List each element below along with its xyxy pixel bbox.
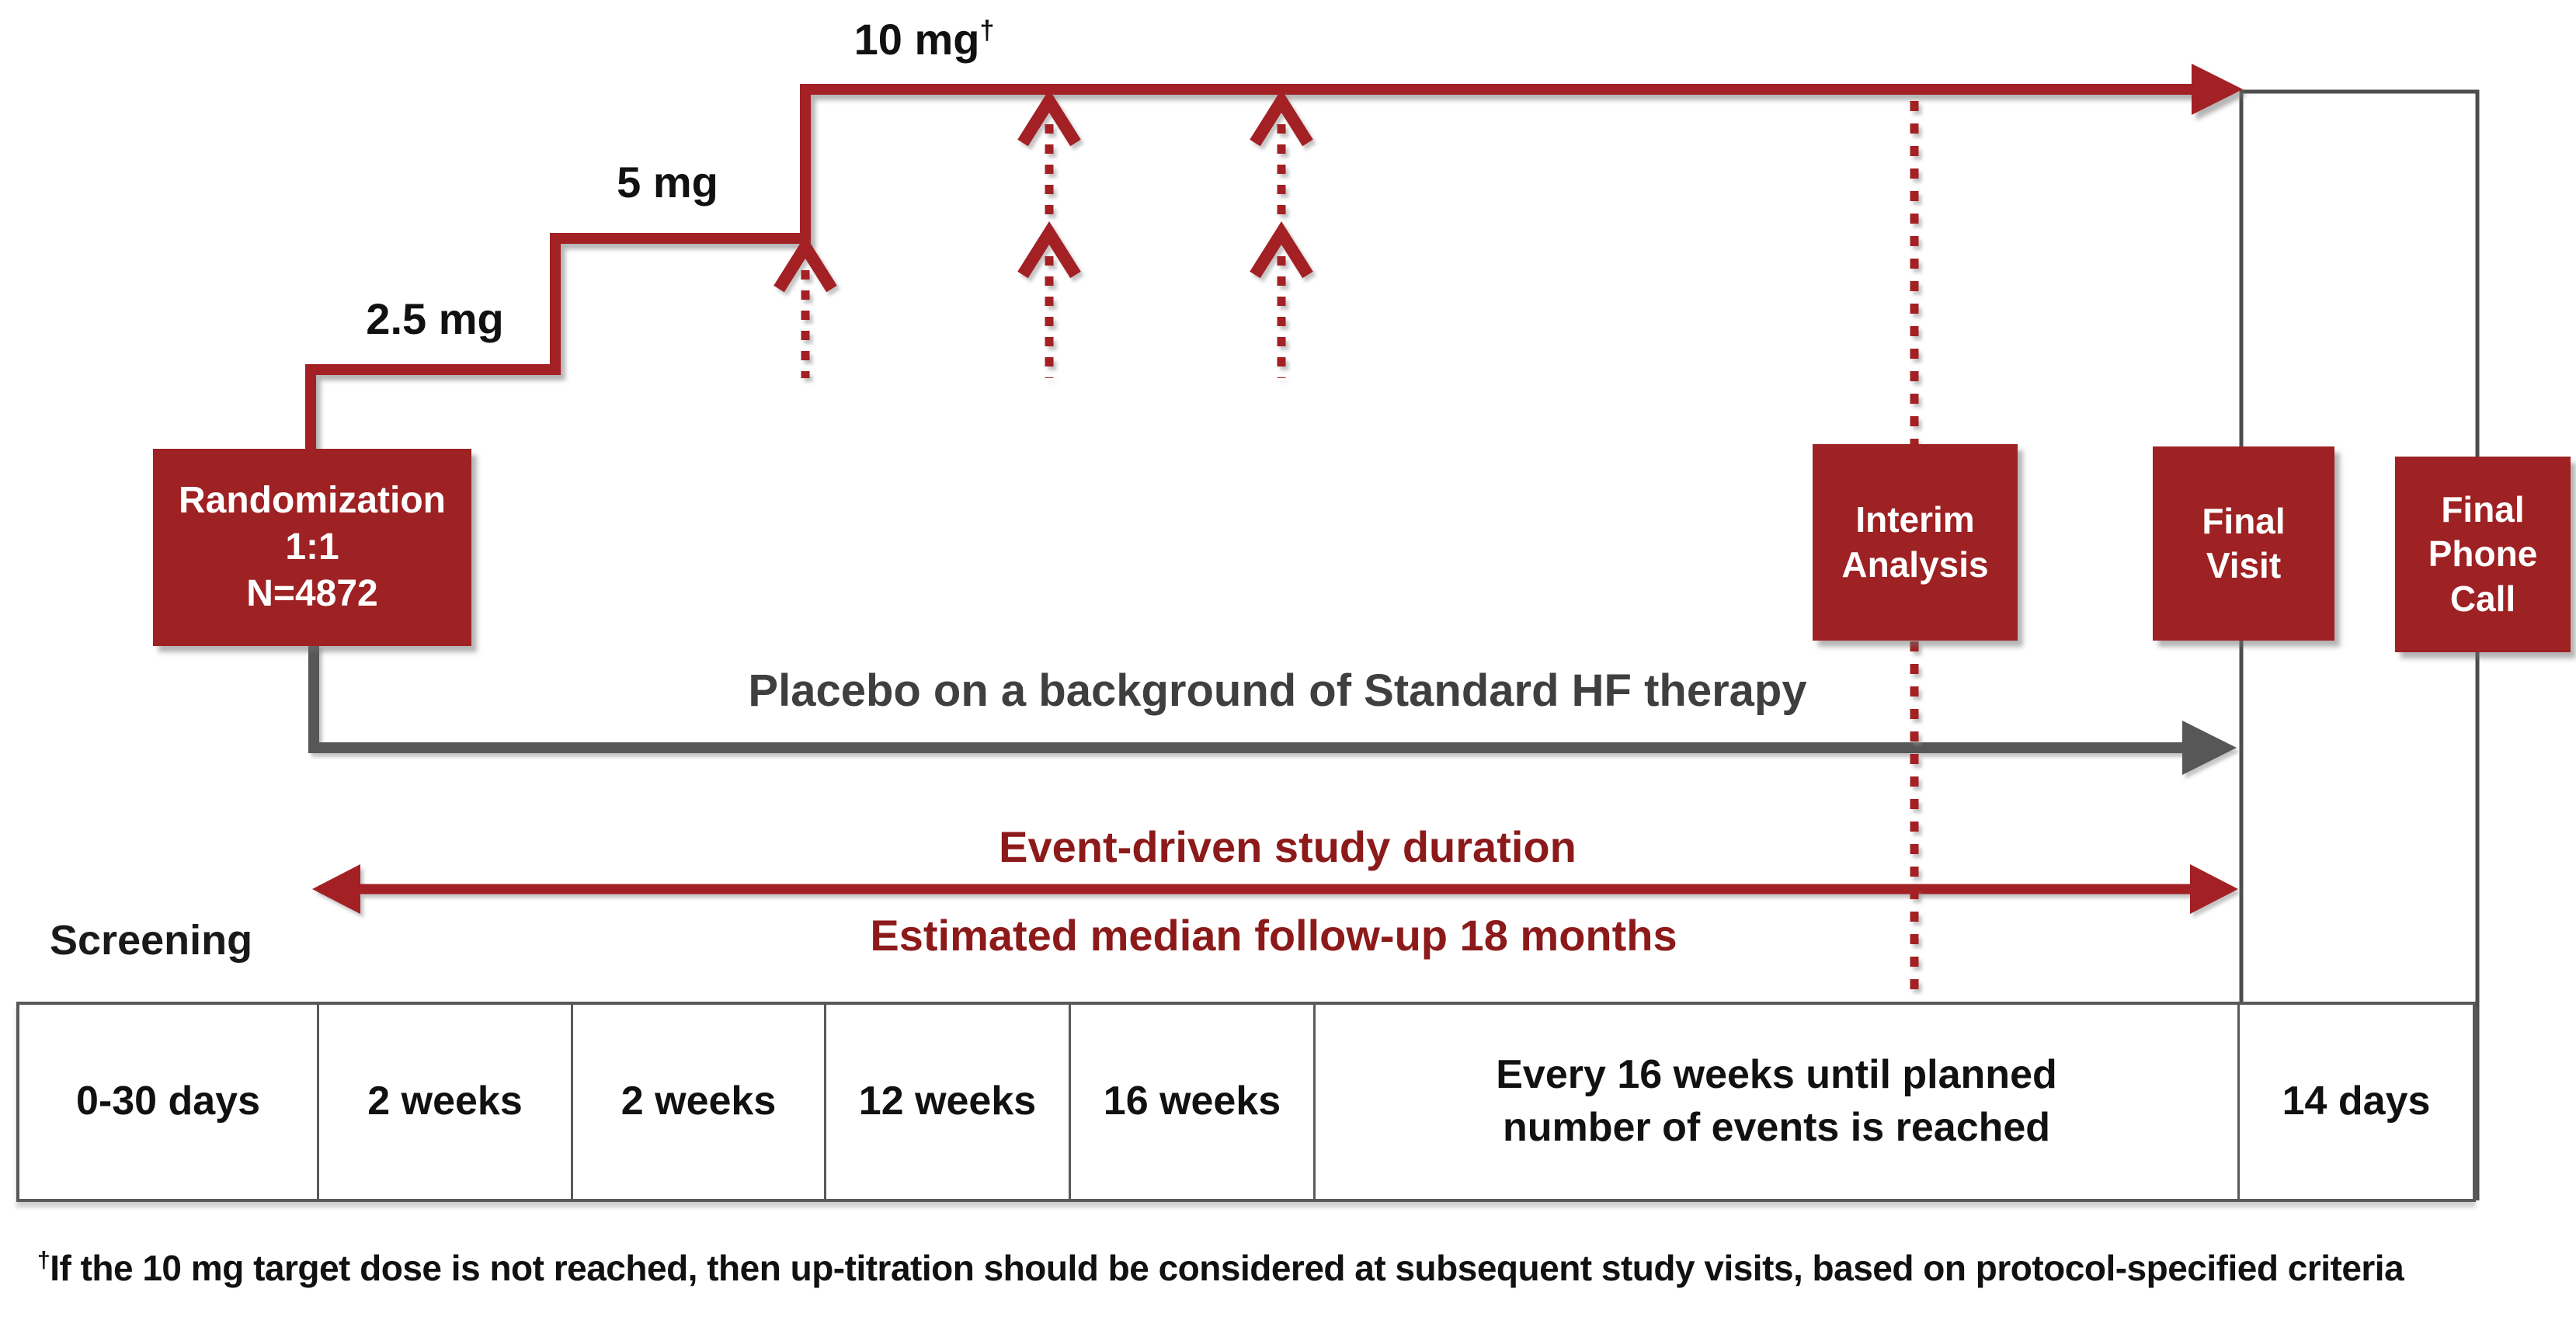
cell-text: 2 weeks: [621, 1079, 777, 1124]
uptitration-arrow-2: [1017, 89, 1081, 378]
timeline-cell-2weeks-a: 2 weeks: [319, 1005, 573, 1199]
chevron-up-icon: [1250, 89, 1313, 147]
final-phone-line2: Phone: [2428, 533, 2538, 575]
final-phone-line3: Call: [2449, 578, 2516, 619]
left-arrowhead-icon: [312, 864, 360, 914]
dose-2-5mg-text: 2.5 mg: [366, 294, 504, 343]
uptitration-arrow-3: [1250, 89, 1313, 378]
median-followup-label: Estimated median follow-up 18 months: [870, 911, 1677, 960]
dose-titration-step-line: [305, 84, 2196, 454]
cell-text: 0-30 days: [75, 1079, 261, 1124]
randomization-ratio: 1:1: [285, 526, 339, 568]
dose-5mg-text: 5 mg: [617, 158, 718, 207]
final-visit-line1: Final: [2202, 500, 2286, 541]
placebo-arrowhead-icon: [2182, 721, 2237, 775]
timeline-cell-14days: 14 days: [2240, 1005, 2473, 1199]
chevron-up-icon: [1017, 89, 1081, 147]
randomization-line1: Randomization: [179, 480, 446, 521]
cell-text: 14 days: [2282, 1079, 2431, 1124]
footnote-text: If the 10 mg target dose is not reached,…: [50, 1248, 2404, 1288]
screening-label: Screening: [50, 917, 253, 964]
timeline-cell-screening: 0-30 days: [19, 1005, 319, 1199]
chevron-up-icon: [1017, 221, 1081, 279]
timeline-cell-every16weeks: Every 16 weeks until planned number of e…: [1316, 1005, 2240, 1199]
final-phone-line1: Final: [2441, 488, 2525, 530]
placebo-arm-line: [308, 644, 2184, 753]
event-driven-duration-label: Event-driven study duration: [999, 822, 1577, 871]
dose-label-2-5mg: 2.5 mg: [311, 294, 559, 344]
cell-text: 12 weeks: [858, 1079, 1037, 1124]
dagger-icon: †: [37, 1247, 50, 1273]
final-visit-box: Final Visit: [2153, 446, 2334, 641]
uptitration-arrow-1: [773, 234, 837, 378]
titration-arrowhead-icon: [2192, 64, 2243, 115]
dagger-icon: †: [979, 16, 995, 46]
cell-text: 2 weeks: [367, 1079, 523, 1124]
footnote: †If the 10 mg target dose is not reached…: [37, 1247, 2404, 1289]
timeline-cell-12weeks: 12 weeks: [826, 1005, 1071, 1199]
dose-label-5mg: 5 mg: [553, 157, 782, 207]
interim-line1: Interim: [1855, 499, 1975, 540]
dose-label-10mg: 10 mg†: [788, 14, 1060, 64]
chevron-up-icon: [1250, 221, 1313, 279]
timeline-cell-2weeks-b: 2 weeks: [573, 1005, 826, 1199]
interim-line2: Analysis: [1841, 544, 1989, 585]
randomization-n: N=4872: [246, 573, 378, 614]
timeline-table: 0-30 days 2 weeks 2 weeks 12 weeks 16 we…: [16, 1002, 2476, 1202]
chevron-up-icon: [773, 234, 837, 293]
interim-analysis-box: Interim Analysis: [1813, 444, 2018, 641]
randomization-box: Randomization 1:1 N=4872: [153, 449, 471, 646]
final-phone-call-box: Final Phone Call: [2395, 457, 2571, 652]
right-arrowhead-icon: [2190, 864, 2238, 914]
cell-text: 16 weeks: [1103, 1079, 1281, 1124]
event-driven-double-arrow: [312, 864, 2238, 914]
placebo-arm-label: Placebo on a background of Standard HF t…: [748, 665, 1807, 716]
dose-10mg-text: 10 mg: [853, 15, 980, 64]
cell-text: Every 16 weeks until planned number of e…: [1496, 1052, 2057, 1150]
final-visit-line2: Visit: [2206, 545, 2282, 585]
timeline-cell-16weeks: 16 weeks: [1071, 1005, 1316, 1199]
